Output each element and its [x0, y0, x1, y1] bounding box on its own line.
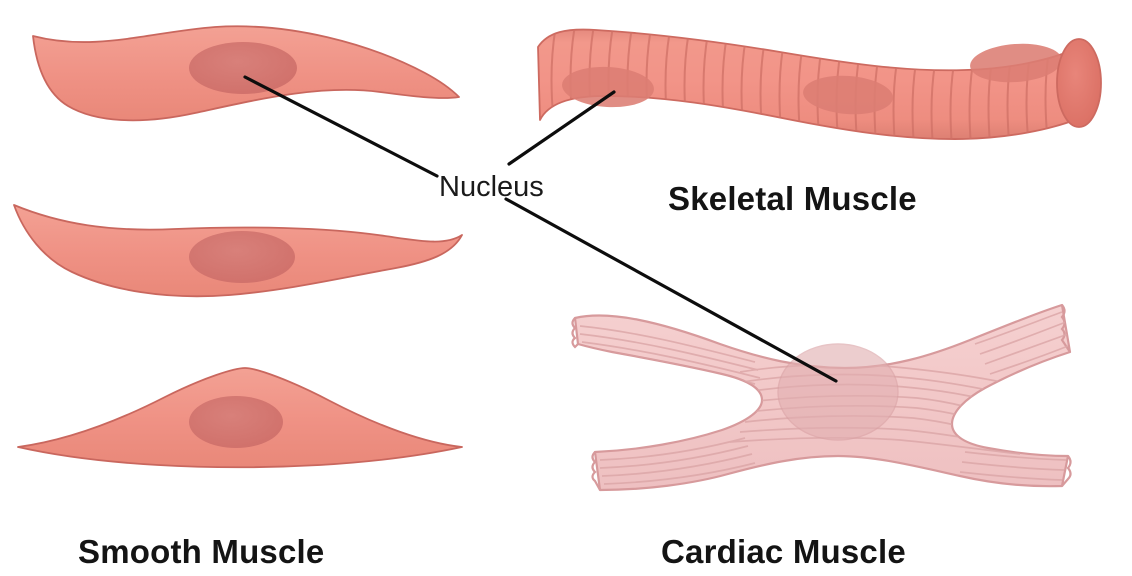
cardiac-muscle-nucleus	[777, 343, 899, 441]
skeletal-muscle-nucleus-2	[803, 75, 893, 115]
leader-line-cardiac	[504, 197, 838, 383]
cardiac-muscle-group	[571, 303, 1072, 492]
smooth-muscle-cell-1-nucleus	[189, 42, 297, 94]
leader-line-skeletal	[507, 90, 616, 166]
nucleus-callout-label: Nucleus	[439, 171, 544, 203]
cardiac-muscle-label: Cardiac Muscle	[661, 533, 906, 570]
smooth-muscle-cell-2	[13, 204, 463, 298]
smooth-muscle-cell-1	[32, 25, 460, 122]
smooth-muscle-label: Smooth Muscle	[78, 533, 324, 570]
smooth-muscle-cell-2-nucleus	[189, 231, 295, 283]
skeletal-muscle-cut-end	[1056, 38, 1102, 128]
leader-line-smooth	[243, 75, 439, 178]
smooth-muscle-group	[13, 25, 463, 469]
smooth-muscle-cell-3-nucleus	[189, 396, 283, 448]
nucleus-leader-lines	[243, 75, 838, 383]
skeletal-muscle-group	[537, 28, 1102, 140]
smooth-muscle-cell-3	[17, 367, 463, 469]
skeletal-muscle-nucleus-3	[970, 43, 1062, 83]
skeletal-muscle-label: Skeletal Muscle	[668, 180, 917, 217]
skeletal-muscle-nucleus-1	[562, 66, 654, 108]
